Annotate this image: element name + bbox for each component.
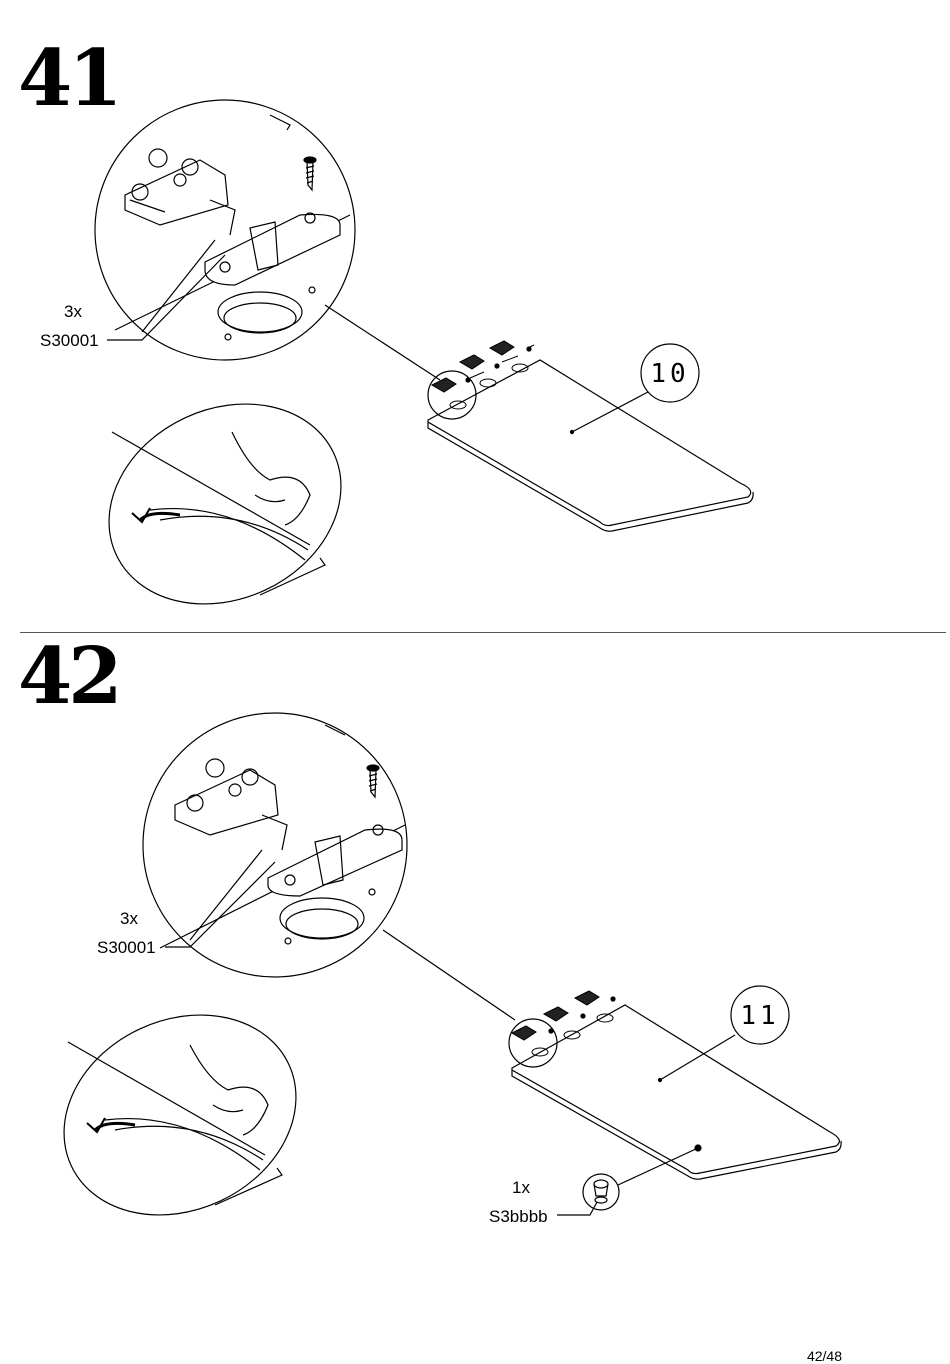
plug-quantity-42: 1x: [512, 1179, 530, 1196]
hinge-part-code-42: S30001: [97, 939, 156, 956]
arrow-icon: [87, 1118, 135, 1132]
panel-11: [509, 986, 841, 1185]
plug-detail: [557, 1174, 619, 1215]
foil-peel-detail: [31, 978, 329, 1252]
plug-part-code-42: S3bbbb: [489, 1208, 548, 1225]
hinge-quantity-42: 3x: [120, 910, 138, 927]
page-number: 42/48: [807, 1348, 842, 1364]
panel-tag-11: 11: [731, 1001, 789, 1031]
hinge-icon: [175, 759, 402, 896]
screw-icon: [367, 765, 379, 797]
